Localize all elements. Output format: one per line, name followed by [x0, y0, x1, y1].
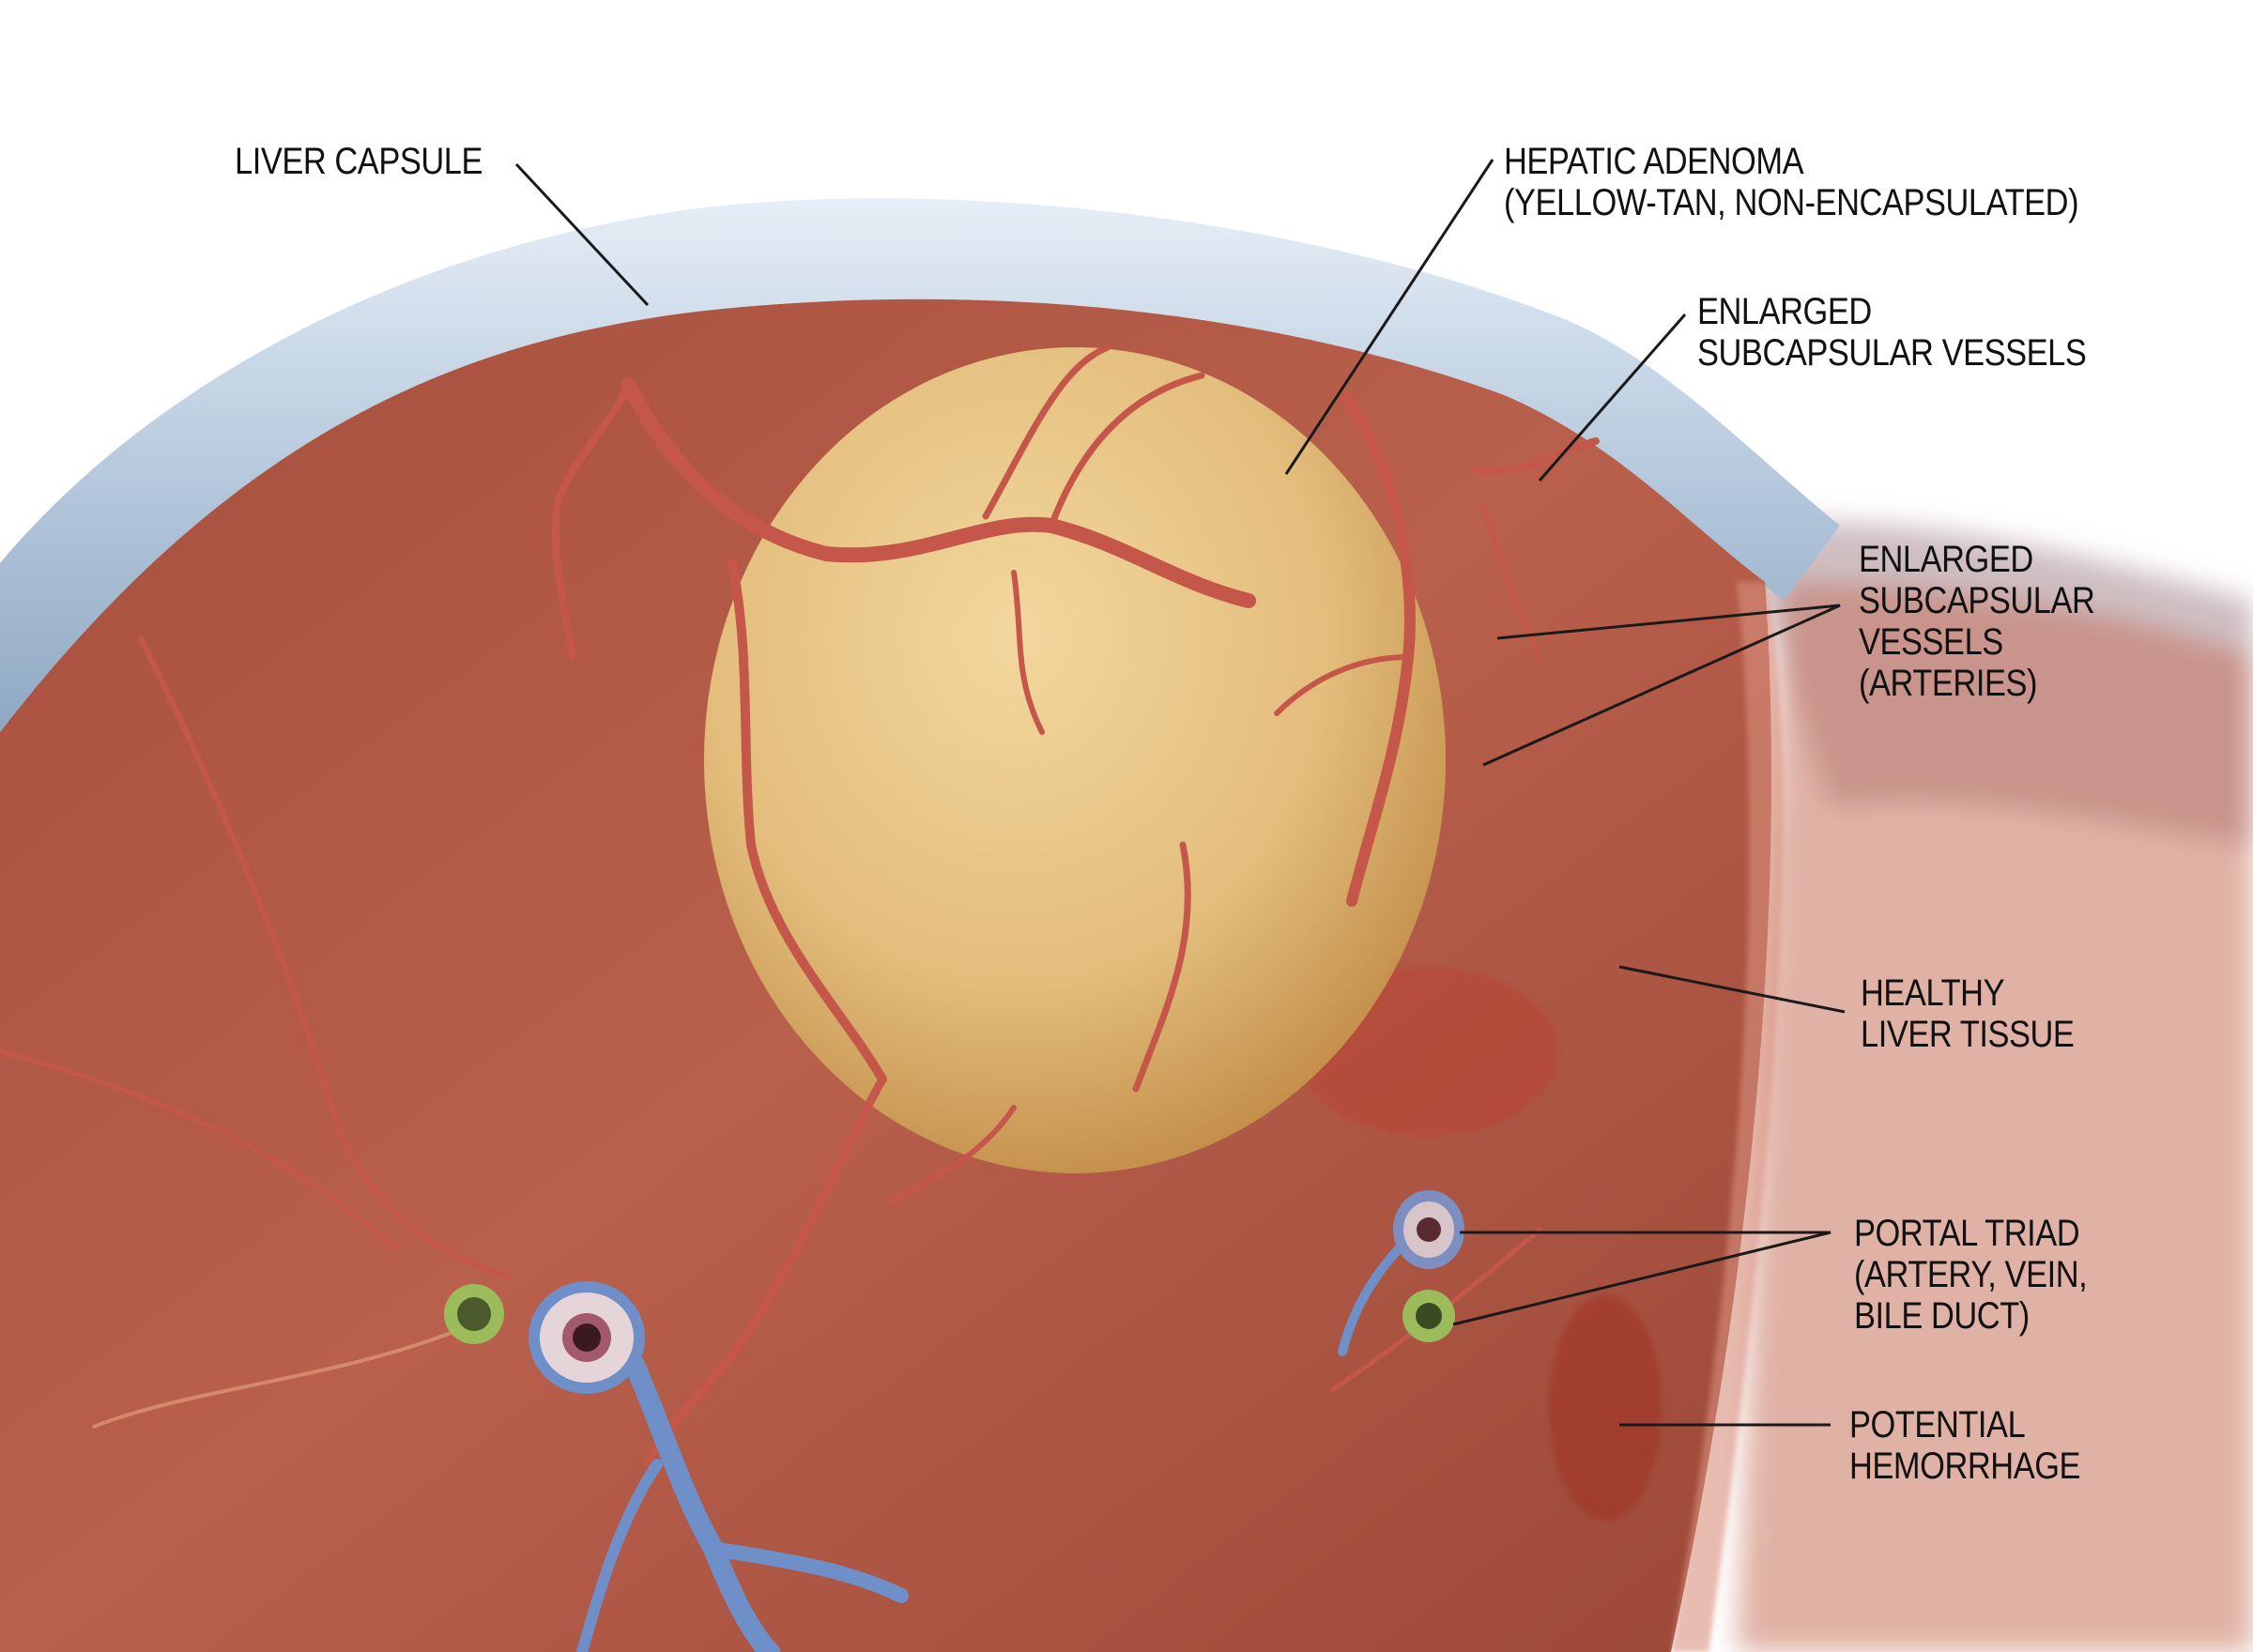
leader-healthy-tissue: [1618, 965, 1846, 1014]
label-portal-triad: PORTAL TRIAD (ARTERY, VEIN, BILE DUCT): [1854, 1213, 2088, 1337]
label-line: (ARTERY, VEIN,: [1854, 1254, 2088, 1295]
label-line: LIVER TISSUE: [1861, 1014, 2075, 1055]
portal-triad-left: [444, 1281, 645, 1394]
label-line: HEALTHY: [1861, 972, 2005, 1014]
label-liver-capsule: LIVER CAPSULE: [235, 141, 483, 182]
label-enlarged-subcapsular-arteries: ENLARGED SUBCAPSULAR VESSELS (ARTERIES): [1859, 539, 2095, 704]
label-line: PORTAL TRIAD: [1854, 1213, 2080, 1254]
label-line: SUBCAPSULAR: [1859, 580, 2095, 621]
label-healthy-liver-tissue: HEALTHY LIVER TISSUE: [1861, 972, 2075, 1055]
label-line: (YELLOW-TAN, NON-ENCAPSULATED): [1504, 182, 2079, 223]
leader-enlarged-vessels: [1538, 314, 1687, 482]
label-line: VESSELS: [1859, 621, 2003, 663]
label-enlarged-subcapsular-vessels: ENLARGED SUBCAPSULAR VESSELS: [1697, 291, 2087, 374]
leader-lines: [514, 159, 1846, 1427]
background-lobe: [1737, 522, 2253, 1652]
label-potential-hemorrhage: POTENTIAL HEMORRHAGE: [1849, 1404, 2081, 1487]
label-hepatic-adenoma: HEPATIC ADENOMA (YELLOW-TAN, NON-ENCAPSU…: [1504, 141, 2079, 223]
label-line: LIVER CAPSULE: [235, 141, 483, 182]
subcapsular-arteries: [0, 344, 1600, 1469]
label-line: HEMORRHAGE: [1849, 1446, 2081, 1487]
leader-hepatic-adenoma: [1284, 159, 1494, 475]
label-line: (ARTERIES): [1859, 663, 2038, 704]
leader-arteries: [1482, 604, 1841, 767]
label-line: POTENTIAL: [1849, 1404, 2026, 1446]
portal-triad-right: [1393, 1190, 1464, 1342]
label-line: BILE DUCT): [1854, 1295, 2030, 1337]
label-line: HEPATIC ADENOMA: [1504, 141, 1804, 182]
leader-portal-triad: [1452, 1231, 1832, 1326]
label-line: SUBCAPSULAR VESSELS: [1697, 332, 2087, 374]
leader-liver-capsule: [514, 162, 650, 307]
portal-veins: [576, 1234, 1413, 1652]
label-line: ENLARGED: [1859, 539, 2033, 580]
label-line: ENLARGED: [1697, 291, 1872, 332]
